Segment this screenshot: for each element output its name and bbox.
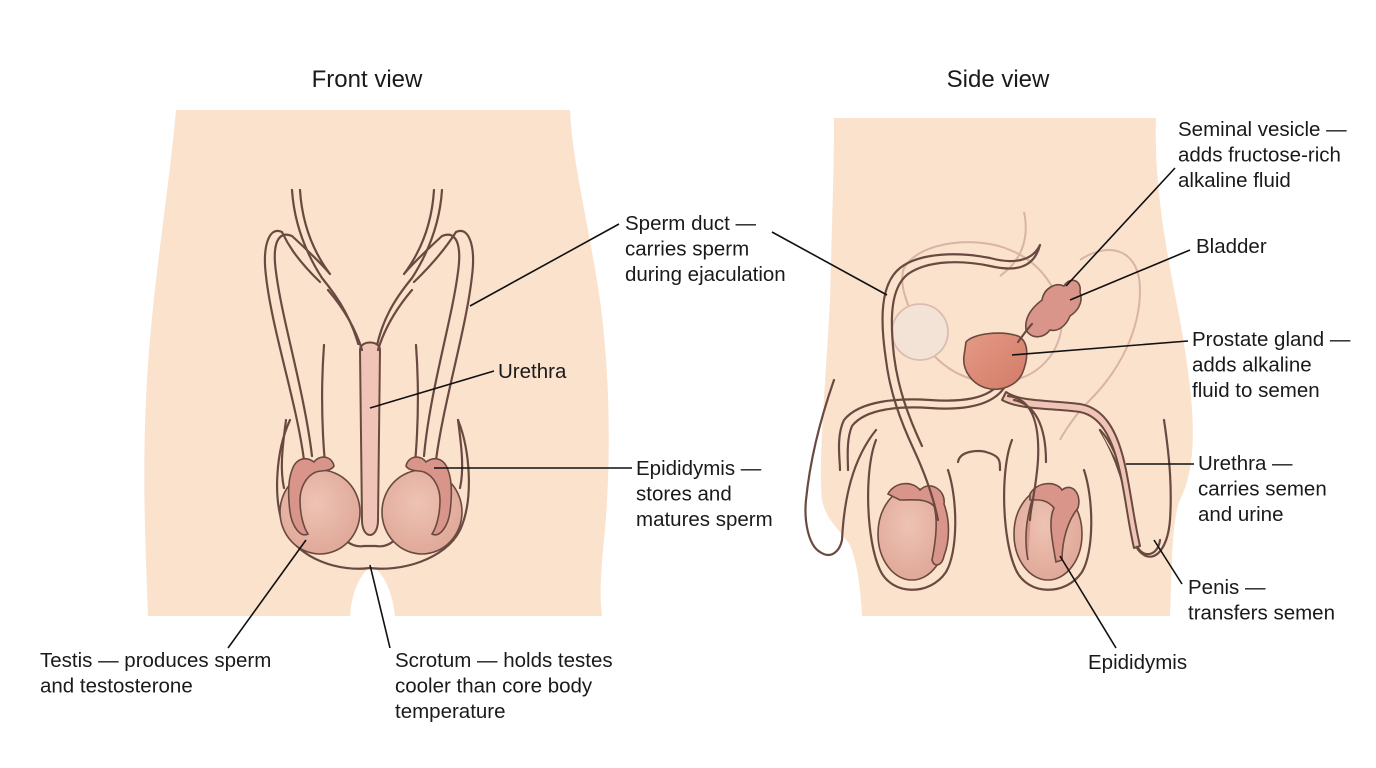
label-side-urethra: Urethra — carries semen and urine [1198,452,1332,526]
label-side-penis: Penis — transfers semen [1188,576,1335,625]
side-thigh-left [804,378,878,556]
leader-front-urethra [369,370,495,409]
side-vas-to-testis [837,378,1006,472]
side-prostate [962,332,1028,390]
front-urethra-tube [359,341,381,536]
label-front-scrotum: Scrotum — holds testes cooler than core … [395,649,618,723]
leader-side-bladder [1069,249,1191,301]
leader-side-sperm-duct [771,231,888,296]
leader-side-prostate [1011,340,1189,356]
front-epididymis-right [405,456,453,536]
side-pelvis-outline [1059,249,1142,441]
leader-front-sperm-duct [469,223,620,307]
leader-front-scrotum [369,564,391,649]
front-duct-join [326,288,414,352]
side-scrotum-right [1003,438,1093,591]
side-scrotum-left [867,438,957,591]
label-front-urethra: Urethra [498,360,567,383]
side-seminal-vesicle [1024,279,1082,338]
labels: Sperm duct — carries sperm during ejacul… [40,118,1356,723]
front-view: Front view [144,66,609,616]
front-inner-thigh-left [280,418,288,490]
label-front-sperm-duct: Sperm duct — carries sperm during ejacul… [625,212,786,286]
side-right-duct [1006,394,1048,522]
side-rectum-outline [999,211,1027,277]
front-view-title: Front view [312,66,423,93]
side-seminal-duct [1016,322,1034,344]
front-inner-thigh-right [456,418,464,490]
leader-side-penis [1153,539,1183,585]
label-front-testis: Testis — produces sperm and testosterone [40,649,277,698]
side-view: Side view [804,66,1193,616]
front-sperm-duct-right [374,188,475,462]
leader-side-epididymis [1059,555,1117,649]
label-side-bladder: Bladder [1196,235,1267,258]
front-duct-tube-left [273,188,332,458]
label-side-epididymis: Epididymis [1088,651,1187,674]
leader-lines [227,167,1194,649]
leader-side-seminal-vesicle [1065,167,1176,287]
front-duct-tube-right [402,188,461,458]
leader-front-testis [227,539,307,649]
side-leg-gap [956,449,1002,472]
side-pubic-bone [891,303,949,361]
label-side-seminal-vesicle: Seminal vesicle — adds fructose-rich alk… [1178,118,1352,192]
label-front-epididymis: Epididymis — stores and matures sperm [636,457,773,531]
side-sperm-duct [881,243,1042,522]
front-epididymis-left [287,456,335,536]
side-urethra [1001,391,1141,549]
label-side-prostate: Prostate gland — adds alkaline fluid to … [1192,328,1356,402]
side-view-title: Side view [947,66,1050,93]
side-epididymis-right [1025,482,1080,564]
